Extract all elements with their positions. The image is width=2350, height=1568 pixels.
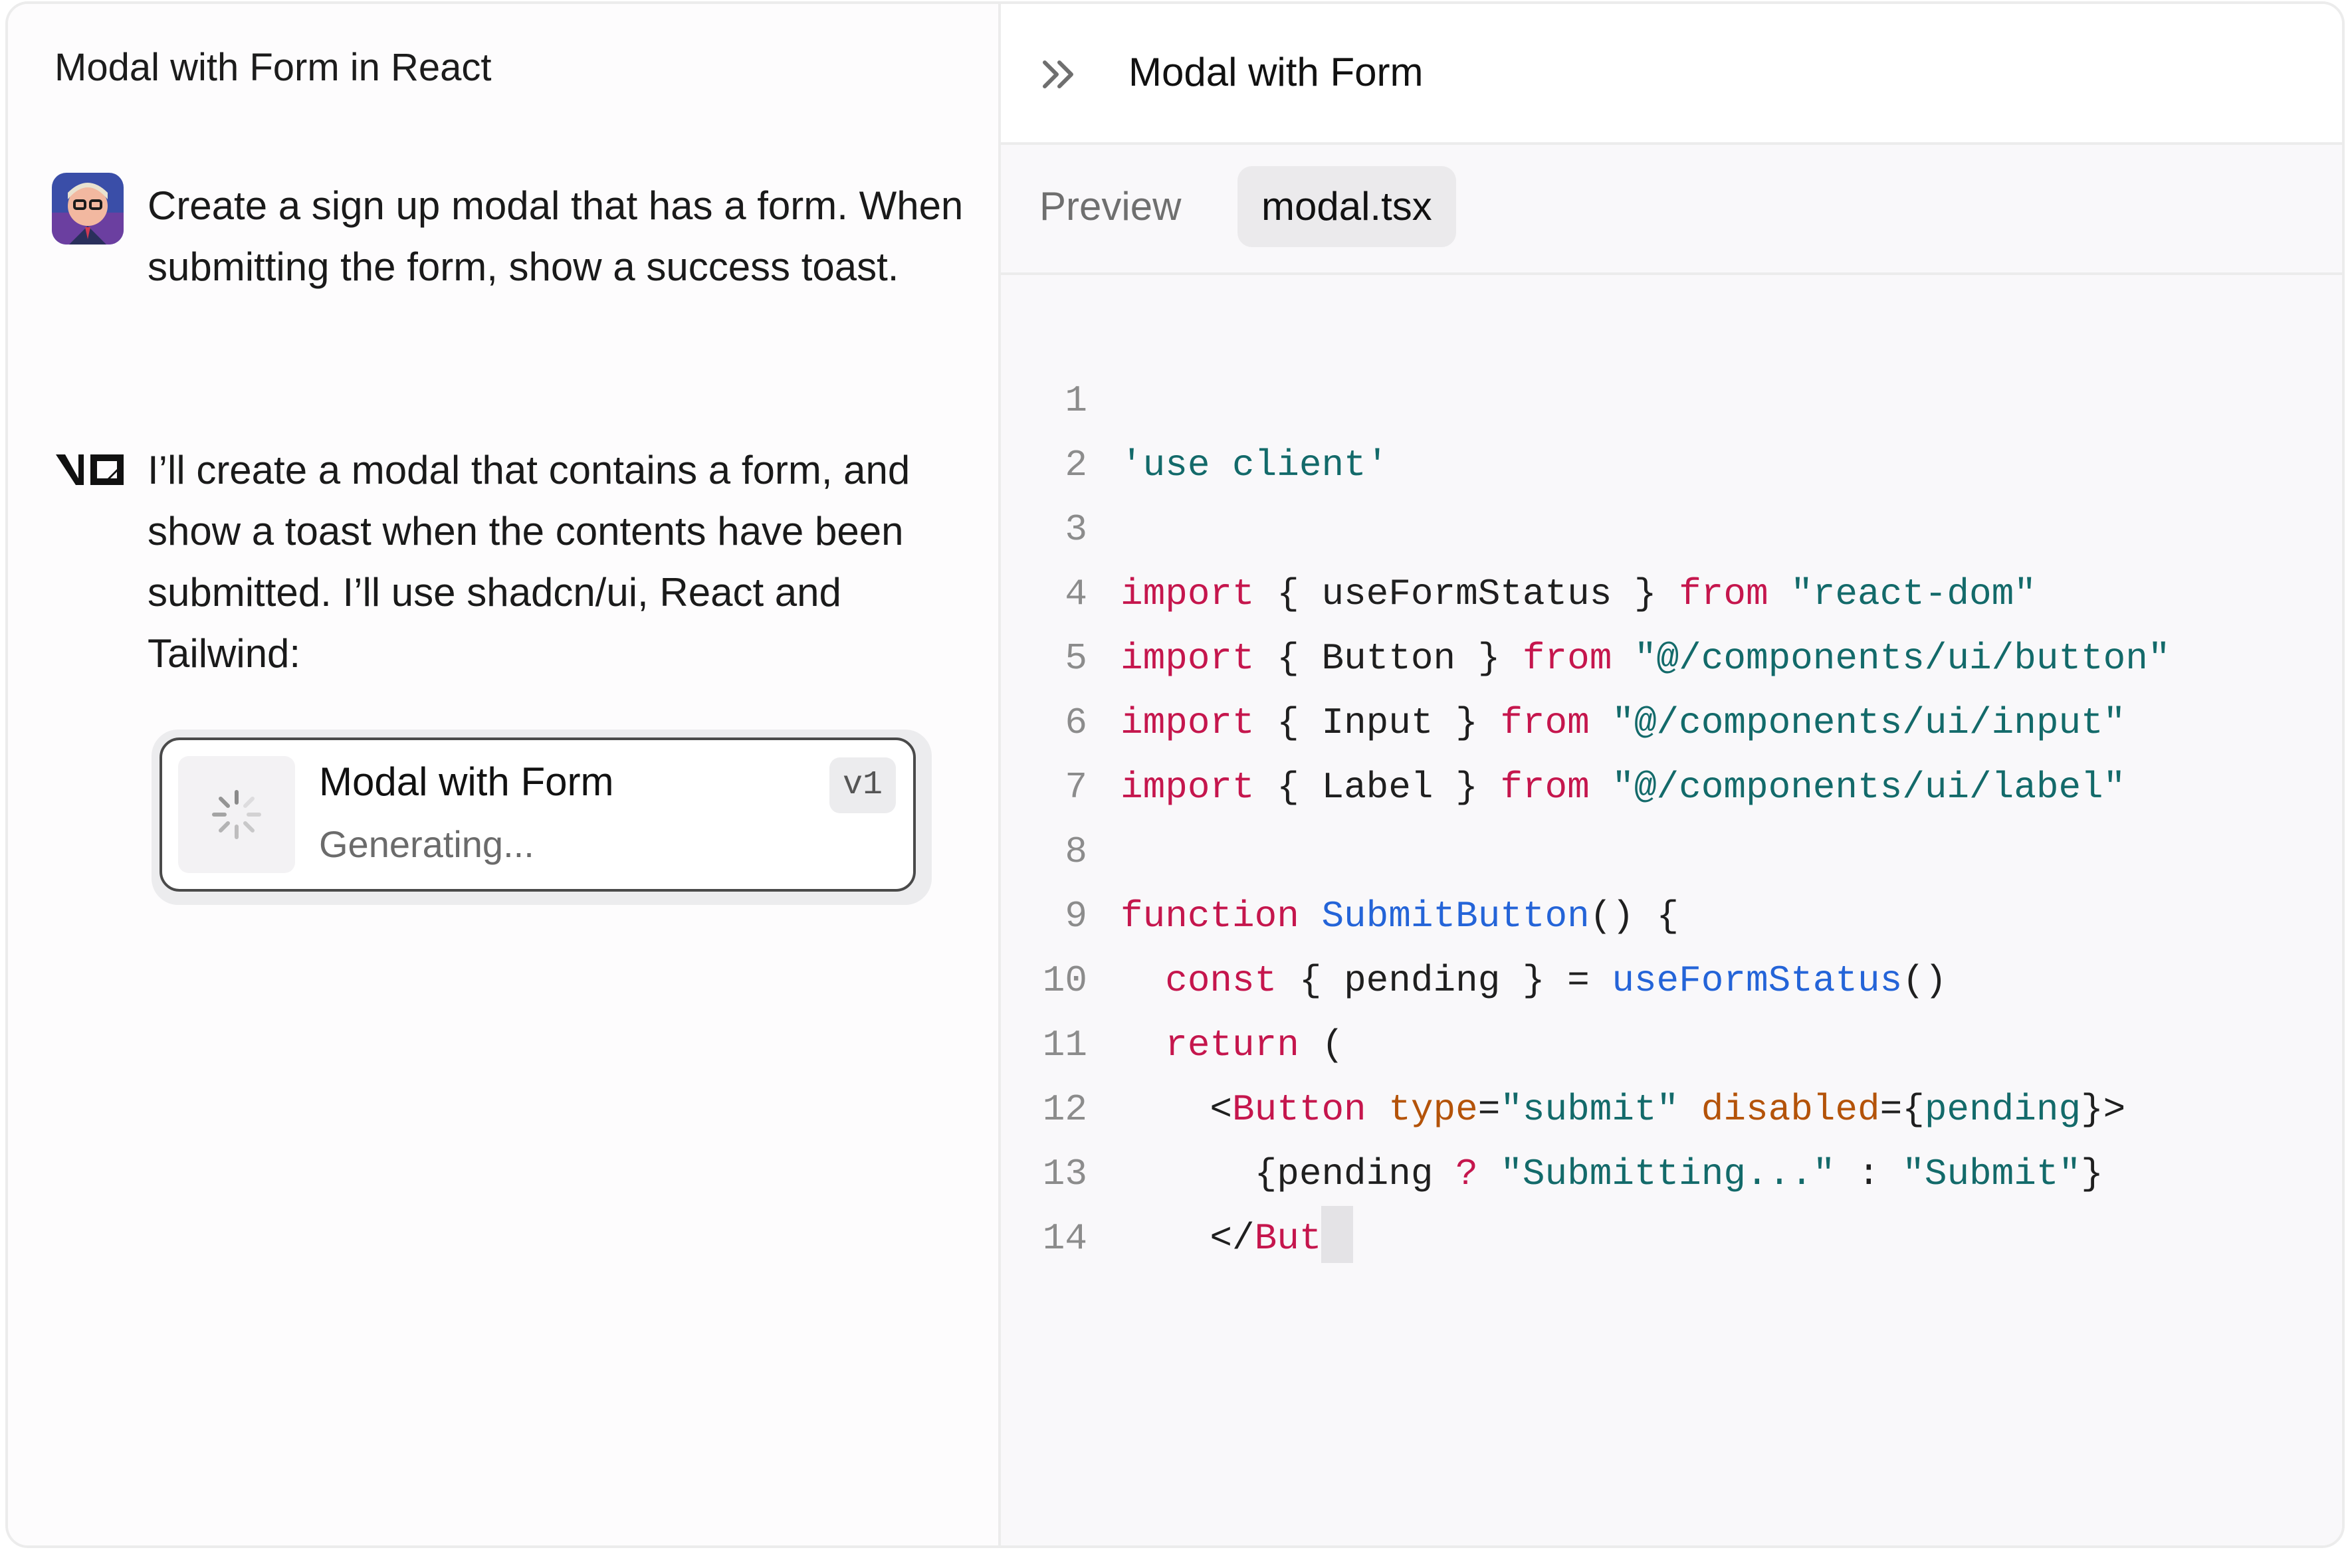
code-token: But — [1254, 1217, 1322, 1260]
code-token: {pending — [1121, 1153, 1456, 1195]
tab-preview[interactable]: Preview — [1039, 184, 1182, 229]
panel-title: Modal with Form — [1128, 50, 1424, 94]
code-token: "submit" — [1500, 1088, 1679, 1131]
line-number: 10 — [1042, 959, 1087, 1002]
code-token: { Label } — [1254, 766, 1501, 809]
artifact-status: Generating... — [319, 823, 534, 865]
code-token: from — [1500, 702, 1590, 744]
code-line: 3 import { useFormStatus } from "react-d… — [1001, 433, 2342, 615]
code-token: "Submit" — [1902, 1153, 2082, 1195]
app-window: Modal with Form in React Create a sign u… — [5, 1, 2345, 1548]
code-token: } — [2081, 1153, 2103, 1195]
code-editor[interactable]: 1 'use client' 2 3 import { useFormStatu… — [1001, 304, 2342, 1264]
text-cursor — [1321, 1206, 1354, 1264]
code-token: () — [1902, 959, 1947, 1002]
code-token: { Input } — [1254, 702, 1501, 744]
line-number: 11 — [1042, 1024, 1087, 1066]
loading-spinner-icon — [212, 790, 261, 839]
v0-logo-icon — [56, 454, 124, 485]
code-line: 8 function SubmitButton() { — [1001, 755, 2342, 937]
code-token: () { — [1589, 895, 1679, 937]
artifact-title: Modal with Form — [319, 759, 614, 804]
code-token: from — [1522, 637, 1612, 680]
code-line: 14 — [1001, 1142, 2342, 1260]
code-token: disabled — [1701, 1088, 1880, 1131]
code-token: Button — [1232, 1088, 1366, 1131]
code-token: = — [1477, 1088, 1501, 1131]
code-token: "@/components/ui/label" — [1612, 766, 2126, 809]
code-line: 11 <Button type="submit" disabled={pendi… — [1001, 949, 2342, 1131]
tab-bar: Preview modal.tsx — [1001, 145, 2342, 275]
line-number: 4 — [1065, 573, 1087, 615]
line-number: 9 — [1065, 895, 1087, 937]
version-badge: v1 — [829, 757, 896, 813]
user-avatar — [52, 173, 124, 245]
code-line: 12 {pending ? "Submitting..." : "Submit"… — [1001, 1013, 2342, 1195]
code-token: { pending } = — [1277, 959, 1612, 1002]
chevrons-right-icon[interactable] — [1041, 58, 1078, 90]
code-token: type — [1388, 1088, 1478, 1131]
code-token: import — [1121, 637, 1255, 680]
code-token: useFormStatus — [1612, 959, 1903, 1002]
line-number: 8 — [1065, 831, 1087, 873]
code-line: 5 import { Input } from "@/components/ui… — [1001, 562, 2342, 744]
code-token: < — [1121, 1088, 1233, 1131]
code-token: ( — [1299, 1024, 1344, 1066]
code-token: 'use client' — [1121, 444, 1389, 486]
code-token: SubmitButton — [1321, 895, 1590, 937]
code-line: 10 return ( — [1001, 884, 2342, 1066]
code-token: return — [1165, 1024, 1299, 1066]
code-token: }> — [2081, 1088, 2126, 1131]
code-line: 6 import { Label } from "@/components/ui… — [1001, 627, 2342, 809]
code-token: "Submitting..." — [1500, 1153, 1836, 1195]
code-line: 1 'use client' — [1001, 304, 2342, 486]
code-token: : — [1835, 1153, 1903, 1195]
code-token: </ — [1121, 1217, 1255, 1260]
code-token: "@/components/ui/input" — [1612, 702, 2126, 744]
artifact-card-frame: Modal with Form Generating... v1 — [152, 730, 932, 905]
line-number: 6 — [1065, 702, 1087, 744]
artifact-card[interactable]: Modal with Form Generating... v1 — [160, 737, 916, 892]
line-number: 5 — [1065, 637, 1087, 680]
line-number: 12 — [1042, 1088, 1087, 1131]
tab-code-file[interactable]: modal.tsx — [1237, 166, 1456, 247]
code-line: 2 — [1001, 369, 2342, 486]
code-line: 7 — [1001, 691, 2342, 809]
assistant-message: I’ll create a modal that contains a form… — [148, 448, 910, 676]
code-token: ={ — [1879, 1088, 1925, 1131]
line-number: 14 — [1042, 1217, 1087, 1260]
code-line: 9 const { pending } = useFormStatus() — [1001, 820, 2342, 1002]
code-token: ? — [1455, 1153, 1478, 1195]
code-token: { Button } — [1254, 637, 1523, 680]
code-token: import — [1121, 702, 1255, 744]
code-token: from — [1679, 573, 1768, 615]
line-number: 3 — [1065, 508, 1087, 551]
code-line: 13 </But — [1001, 1078, 2342, 1264]
chat-title: Modal with Form in React — [54, 46, 492, 89]
line-number: 1 — [1065, 379, 1087, 422]
chat-panel: Modal with Form in React Create a sign u… — [8, 4, 998, 1545]
code-token: "@/components/ui/button" — [1634, 637, 2171, 680]
line-number: 7 — [1065, 766, 1087, 809]
code-token: function — [1121, 895, 1299, 937]
code-panel: Modal with Form Preview modal.tsx 1 'use… — [1001, 4, 2342, 1545]
line-number: 2 — [1065, 444, 1087, 486]
code-token: "react-dom" — [1790, 573, 2036, 615]
artifact-icon-tile — [178, 756, 295, 873]
code-line: 4 import { Button } from "@/components/u… — [1001, 498, 2342, 680]
code-token: from — [1500, 766, 1590, 809]
panel-divider — [998, 4, 1001, 1545]
code-token: import — [1121, 766, 1255, 809]
panel-header: Modal with Form — [1001, 4, 2342, 145]
line-number: 13 — [1042, 1153, 1087, 1195]
user-message: Create a sign up modal that has a form. … — [148, 183, 964, 289]
code-token: const — [1165, 959, 1277, 1002]
code-token: import — [1121, 573, 1255, 615]
code-token: { useFormStatus } — [1254, 573, 1679, 615]
code-token: pending — [1924, 1088, 2082, 1131]
